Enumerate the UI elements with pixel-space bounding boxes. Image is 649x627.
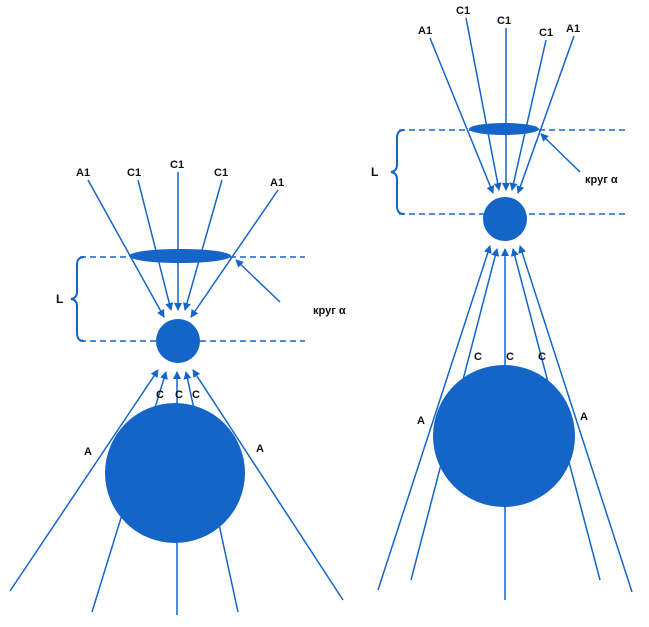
left-ray-c1-1 bbox=[137, 179, 174, 311]
right-ray-c1-3 bbox=[509, 39, 547, 191]
left-label-c1-2: C1 bbox=[170, 159, 184, 171]
right-ray-a-right bbox=[518, 245, 633, 593]
right-pointer-arrow bbox=[540, 133, 581, 173]
left-label-circle-alpha: круг α bbox=[313, 305, 346, 317]
left-ray-a-left bbox=[9, 369, 159, 592]
left-pointer-arrow bbox=[235, 259, 281, 303]
right-large-circle bbox=[433, 365, 575, 507]
left-label-c1-3: C1 bbox=[214, 167, 228, 179]
left-ray-c1-3 bbox=[183, 179, 223, 311]
right-label-c-1: C bbox=[474, 351, 482, 363]
left-circle-alpha-ellipse bbox=[129, 249, 231, 263]
left-label-c-3: C bbox=[192, 389, 200, 401]
left-ray-a-right bbox=[192, 369, 344, 601]
right-ray-a-left bbox=[377, 245, 492, 591]
left-large-circle bbox=[105, 403, 245, 543]
left-diagram: A1 C1 C1 C1 A1 L круг α C C C A A bbox=[9, 159, 346, 615]
left-label-a1-right: A1 bbox=[270, 177, 284, 189]
left-label-c-1: C bbox=[156, 389, 164, 401]
right-label-c-2: C bbox=[506, 351, 514, 363]
right-label-a1-right: A1 bbox=[566, 23, 580, 35]
right-label-l: L bbox=[371, 165, 378, 179]
right-label-a-right: A bbox=[580, 411, 588, 423]
right-label-c1-2: C1 bbox=[497, 15, 511, 27]
left-label-l: L bbox=[56, 292, 63, 306]
left-label-a1-left: A1 bbox=[76, 167, 90, 179]
right-label-c1-3: C1 bbox=[539, 27, 553, 39]
left-label-c-2: C bbox=[175, 389, 183, 401]
right-label-a-left: A bbox=[417, 415, 425, 427]
left-label-a-right: A bbox=[256, 443, 264, 455]
right-ray-a1-left bbox=[429, 37, 495, 194]
left-ray-a1-right bbox=[190, 189, 279, 318]
right-label-circle-alpha: круг α bbox=[585, 174, 618, 186]
right-diagram: A1 C1 C1 C1 A1 L круг α C C C A A bbox=[371, 5, 633, 600]
left-label-c1-1: C1 bbox=[127, 167, 141, 179]
right-label-a1-left: A1 bbox=[418, 25, 432, 37]
right-circle-alpha-ellipse bbox=[469, 123, 539, 135]
left-l-brace bbox=[70, 256, 85, 342]
left-label-a-left: A bbox=[84, 446, 92, 458]
right-ray-c1-1 bbox=[465, 17, 502, 191]
right-label-c1-1: C1 bbox=[456, 5, 470, 17]
right-small-circle bbox=[483, 197, 527, 241]
left-ray-a1-left bbox=[87, 179, 165, 318]
right-l-brace bbox=[390, 129, 405, 215]
right-ray-a1-right bbox=[516, 35, 575, 194]
left-small-circle bbox=[156, 319, 200, 363]
right-label-c-3: C bbox=[538, 351, 546, 363]
